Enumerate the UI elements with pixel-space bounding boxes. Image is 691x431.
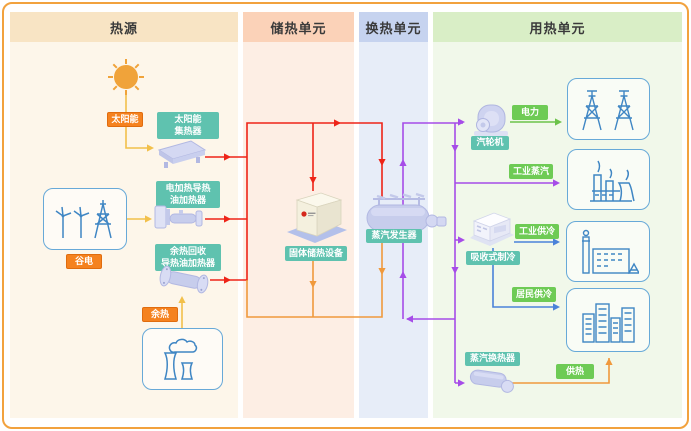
output-label-residential-cooling: 居民供冷 xyxy=(512,287,556,302)
label-steam-generator: 蒸汽发生器 xyxy=(366,229,422,243)
industrial-building-icon xyxy=(582,229,639,274)
absorption-chiller-icon xyxy=(470,212,514,246)
city-box xyxy=(566,288,650,352)
arrowheads xyxy=(145,118,613,387)
column-title-heat-source: 热源 xyxy=(10,12,238,42)
output-label-industrial-steam: 工业蒸汽 xyxy=(509,164,553,179)
steam-factory-box xyxy=(567,149,650,210)
label-storage-device: 固体储热设备 xyxy=(285,246,347,261)
sun-icon xyxy=(108,59,144,95)
label-chiller: 吸收式制冷 xyxy=(466,251,520,265)
electric-heater-icon xyxy=(154,205,203,229)
oil-pipe-heater-icon xyxy=(159,265,209,294)
industrial-plant-box xyxy=(566,221,650,282)
flow-label-valley-power: 谷电 xyxy=(66,254,102,269)
flow-label-waste-heat: 余热 xyxy=(142,307,178,322)
waste-heat-plant-box xyxy=(142,328,223,390)
column-title-heat-exchange: 换热单元 xyxy=(359,12,428,42)
steam-generator-icon xyxy=(366,192,447,234)
label-steam-exchanger: 蒸汽换热器 xyxy=(465,352,520,366)
city-buildings-icon xyxy=(582,303,635,343)
output-label-industrial-cooling: 工业供冷 xyxy=(515,224,559,239)
label-electric-heater: 电加热导热 油加热器 xyxy=(156,181,220,208)
output-label-heating: 供热 xyxy=(556,364,594,379)
flow-label-solar: 太阳能 xyxy=(107,112,143,127)
column-title-heat-storage: 储热单元 xyxy=(243,12,354,42)
power-grid-box xyxy=(567,78,650,140)
steam-exchanger-icon xyxy=(469,369,514,393)
column-title-heat-consumption: 用热单元 xyxy=(433,12,682,42)
output-label-electricity: 电力 xyxy=(512,105,548,120)
label-solar-collector: 太阳能 集热器 xyxy=(157,112,219,139)
cooling-lines xyxy=(492,241,558,308)
cooling-towers-icon xyxy=(163,338,197,380)
storage-brand-logo xyxy=(301,211,316,217)
label-turbine: 汽轮机 xyxy=(471,136,509,150)
transmission-towers-icon xyxy=(581,90,634,131)
solid-heat-storage-icon xyxy=(287,192,347,243)
valley-power-box xyxy=(43,188,127,250)
wind-turbine-and-pylon-icon xyxy=(55,200,112,239)
steam-turbine-icon xyxy=(474,104,508,136)
factory-icon xyxy=(589,160,635,202)
solar-collector-icon xyxy=(157,140,207,168)
